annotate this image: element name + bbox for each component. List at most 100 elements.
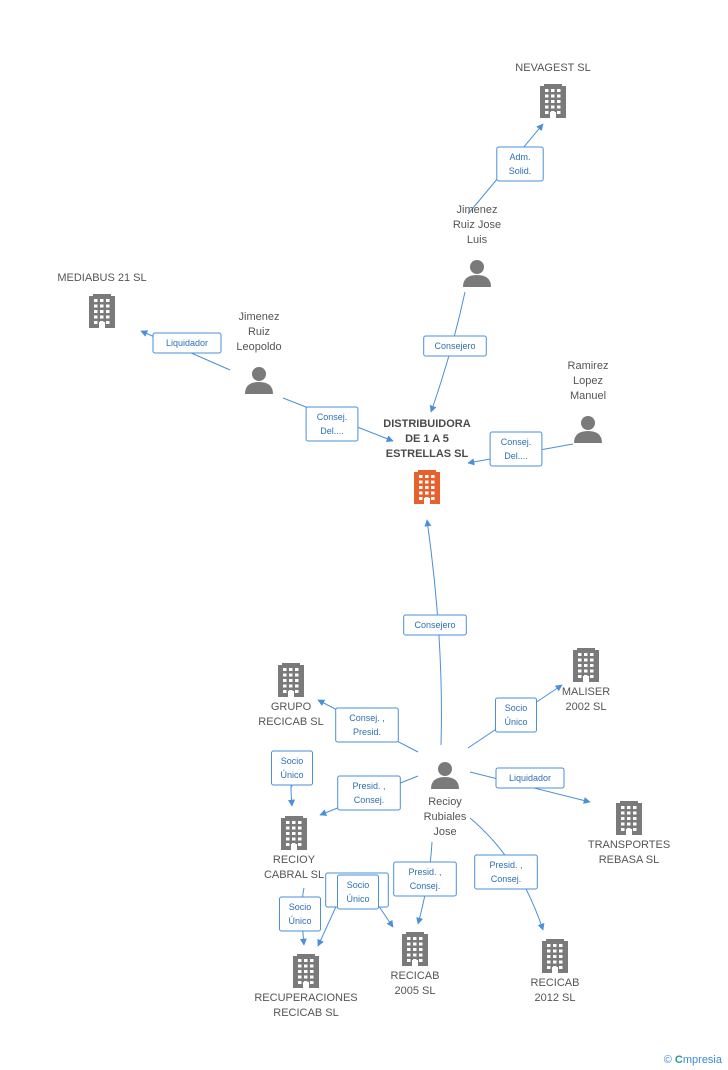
edge-grupo-to-recioy_cabral: [288, 785, 296, 807]
node-label: Luis: [467, 234, 488, 246]
building-icon: [278, 663, 304, 697]
edge-label[interactable]: Consej.Del....: [305, 406, 359, 442]
node-distribuidora[interactable]: DISTRIBUIDORA DE 1 A 5 ESTRELLAS SL: [383, 418, 471, 504]
edge-label[interactable]: Consej. ,Presid.: [335, 707, 399, 743]
node-label: TRANSPORTES: [588, 839, 670, 851]
footer-brand[interactable]: © Cmpresia: [664, 1054, 722, 1066]
node-recioy_cabral[interactable]: RECIOY CABRAL SL: [264, 816, 324, 881]
node-transportes[interactable]: TRANSPORTES REBASA SL: [588, 801, 670, 866]
edge-label-box: [495, 697, 537, 733]
edge-label-box: [337, 775, 401, 811]
edge-label-text: Único: [280, 770, 303, 780]
building-icon: [414, 470, 440, 504]
edge-label[interactable]: Consejero: [423, 335, 487, 357]
node-label: Jose: [433, 826, 456, 838]
edge-label-box: [495, 767, 565, 789]
edges-layer: [140, 123, 591, 947]
node-label: RECUPERACIONES: [254, 992, 357, 1004]
edge-labels-layer: Adm.Solid.ConsejeroLiquidadorConsej.Del.…: [152, 146, 565, 932]
edge-label-text: Consejero: [414, 620, 455, 630]
building-icon: [281, 816, 307, 850]
node-label: MALISER: [562, 686, 610, 698]
building-icon: [540, 84, 566, 118]
node-label: DE 1 A 5: [405, 433, 449, 445]
node-label: ESTRELLAS SL: [386, 448, 469, 460]
edge-label-box: [403, 614, 467, 636]
edge-label-text: Del....: [504, 451, 528, 461]
node-label: REBASA SL: [599, 854, 660, 866]
edge-label-box: [489, 431, 543, 467]
node-label: 2002 SL: [566, 701, 607, 713]
edge-recioy_cabral-to-recicab2005: [377, 904, 394, 928]
edge-label-text: Socio: [505, 703, 528, 713]
node-mediabus[interactable]: MEDIABUS 21 SL: [57, 272, 147, 328]
edge-label-text: Presid.: [353, 727, 381, 737]
node-label: DISTRIBUIDORA: [383, 418, 470, 430]
node-label: Leopoldo: [236, 341, 281, 353]
node-label: CABRAL SL: [264, 869, 324, 881]
edge-label[interactable]: Presid. ,Consej.: [474, 854, 538, 890]
edge-label[interactable]: Liquidador: [495, 767, 565, 789]
node-label: Manuel: [570, 390, 606, 402]
building-icon: [89, 294, 115, 328]
node-label: RECICAB: [531, 977, 580, 989]
edge-label-box: [337, 874, 379, 910]
brand-name: mpresia: [682, 1054, 722, 1066]
edge-label[interactable]: Consej. Del....: [489, 431, 543, 467]
edge-label[interactable]: Consejero: [403, 614, 467, 636]
building-icon: [542, 939, 568, 973]
node-label: RECICAB SL: [273, 1007, 338, 1019]
node-label: RECIOY: [273, 854, 316, 866]
node-maliser[interactable]: MALISER 2002 SL: [562, 648, 610, 713]
edge-label-text: Presid. ,: [489, 860, 522, 870]
building-icon: [402, 932, 428, 966]
person-icon: [245, 367, 273, 394]
brand-initial: C: [674, 1054, 683, 1066]
edge-label-box: [393, 861, 457, 897]
edge-label-text: Socio: [289, 902, 312, 912]
node-label: Jimenez: [457, 204, 498, 216]
person-icon: [431, 762, 459, 789]
node-label: MEDIABUS 21 SL: [57, 272, 146, 284]
node-label: Ruiz: [248, 326, 270, 338]
nodes-layer: DISTRIBUIDORA DE 1 A 5 ESTRELLAS SL NEVAGES…: [57, 62, 670, 1019]
node-nevagest[interactable]: NEVAGEST SL: [515, 62, 591, 118]
edge-label-text: Consejero: [434, 341, 475, 351]
node-label: Ramirez: [568, 360, 609, 372]
edge-label-text: Único: [346, 894, 369, 904]
edge-label-text: Presid. ,: [408, 867, 441, 877]
node-recuperaciones[interactable]: RECUPERACIONES RECICAB SL: [254, 954, 358, 1019]
edge-label-text: Consej.: [501, 437, 532, 447]
edge-label-text: Solid.: [509, 166, 532, 176]
node-label: Lopez: [573, 375, 603, 387]
node-label: 2012 SL: [535, 992, 576, 1004]
edge-label-text: Único: [288, 916, 311, 926]
node-label: 2005 SL: [395, 985, 436, 997]
edge-label-box: [305, 406, 359, 442]
node-label: NEVAGEST SL: [515, 62, 590, 74]
node-recicab2012[interactable]: RECICAB 2012 SL: [531, 939, 580, 1004]
node-label: RECICAB: [391, 970, 440, 982]
edge-label[interactable]: Liquidador: [152, 332, 222, 354]
building-icon: [573, 648, 599, 682]
edge-label[interactable]: Presid. ,Consej.: [393, 861, 457, 897]
edge-label-text: Socio: [281, 756, 304, 766]
edge-label-text: Adm.: [509, 152, 530, 162]
edge-label[interactable]: Adm. Solid.: [496, 146, 544, 182]
node-label: GRUPO: [271, 701, 312, 713]
edge-label-text: Presid. ,: [352, 781, 385, 791]
node-recicab2005[interactable]: RECICAB 2005 SL: [391, 932, 440, 997]
edge-label-text: Del....: [320, 426, 344, 436]
edge-label[interactable]: Presid. ,Consej.: [337, 775, 401, 811]
building-icon: [616, 801, 642, 835]
